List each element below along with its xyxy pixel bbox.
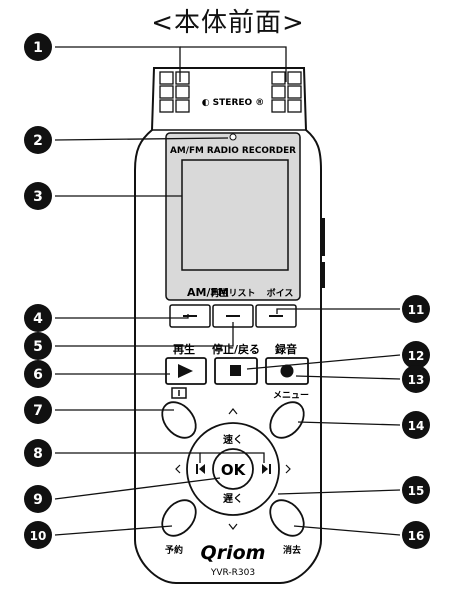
stop-button[interactable] xyxy=(214,357,258,385)
reserve-label: 予約 xyxy=(165,544,183,556)
callout-number: 16 xyxy=(408,529,425,543)
slow-label: 遅く xyxy=(223,493,243,505)
leader-lines xyxy=(54,46,401,536)
stop-label: 停止/戻る xyxy=(212,342,260,356)
ok-button[interactable] xyxy=(212,448,254,490)
callout-marker: 7 xyxy=(24,396,52,424)
callout-number: 1 xyxy=(33,40,43,56)
side-button-lower xyxy=(320,262,325,288)
callout-marker: 9 xyxy=(24,485,52,513)
callout-marker: 10 xyxy=(24,521,52,549)
voice-button[interactable] xyxy=(255,304,297,328)
play-label: 再生 xyxy=(173,342,195,356)
fast-label: 速く xyxy=(223,433,243,446)
microphone-left xyxy=(159,71,190,113)
reserve-button[interactable] xyxy=(155,494,202,543)
menu-label: メニュー xyxy=(273,390,309,401)
diagram-title: <本体前面> xyxy=(151,8,305,38)
callout-number: 6 xyxy=(33,367,43,383)
callout-marker: 8 xyxy=(24,439,52,467)
playlist-button[interactable] xyxy=(212,304,254,328)
callout-marker: 11 xyxy=(402,295,430,323)
erase-button[interactable] xyxy=(263,494,310,543)
left-caret-icon xyxy=(175,464,181,474)
microphone-right xyxy=(271,71,302,113)
menu-button[interactable] xyxy=(263,396,310,445)
callout-marker: 12 xyxy=(402,341,430,369)
lcd-display xyxy=(181,159,289,271)
callout-number: 8 xyxy=(33,446,43,462)
brand-logo: Qriom xyxy=(201,542,266,564)
callout-number: 7 xyxy=(33,403,43,419)
voice-label: ボイス xyxy=(267,287,294,299)
callout-marker: 1 xyxy=(24,33,52,61)
callout-number: 15 xyxy=(408,484,425,498)
stereo-label: ◐ STEREO ® xyxy=(202,98,265,108)
record-icon xyxy=(280,364,294,378)
callout-number: 10 xyxy=(30,529,47,543)
callout-marker: 3 xyxy=(24,182,52,210)
callout-number: 13 xyxy=(408,373,425,387)
side-button-upper xyxy=(320,218,325,256)
amfm-button[interactable] xyxy=(169,304,211,328)
play-button[interactable] xyxy=(165,357,207,385)
callout-number: 4 xyxy=(33,311,43,327)
stop-icon xyxy=(230,365,241,376)
callout-number: 3 xyxy=(33,189,43,205)
erase-label: 消去 xyxy=(283,544,301,556)
callout-marker: 6 xyxy=(24,360,52,388)
record-label: 録音 xyxy=(275,342,297,356)
callout-number: 9 xyxy=(33,492,43,508)
model-label: YVR-R303 xyxy=(210,568,255,578)
led-indicator xyxy=(229,133,237,141)
callout-marker: 16 xyxy=(402,521,430,549)
callout-number: 2 xyxy=(33,133,43,149)
play-icon xyxy=(178,364,193,378)
callout-number: 12 xyxy=(408,349,425,363)
up-caret-icon xyxy=(228,408,238,415)
skip-forward-icon xyxy=(262,464,271,474)
skip-back-icon xyxy=(196,464,205,474)
playlist-label: 再生リスト xyxy=(210,287,255,299)
callout-marker: 2 xyxy=(24,126,52,154)
right-caret-icon xyxy=(285,464,291,474)
callout-marker: 13 xyxy=(402,365,430,393)
callout-number: 5 xyxy=(33,339,43,355)
callout-marker: 4 xyxy=(24,304,52,332)
callout-marker: 14 xyxy=(402,411,430,439)
callout-number: 14 xyxy=(408,419,425,433)
callout-marker: 5 xyxy=(24,332,52,360)
down-caret-icon xyxy=(228,523,238,530)
callout-marker: 15 xyxy=(402,476,430,504)
callout-number: 11 xyxy=(408,303,425,317)
record-button[interactable] xyxy=(265,357,309,385)
lock-button[interactable] xyxy=(155,396,202,445)
lock-icon xyxy=(171,387,187,399)
screen-label: AM/FM RADIO RECORDER xyxy=(170,146,296,156)
amfm-label: AM/FM xyxy=(187,286,229,299)
ok-label: OK xyxy=(221,461,247,479)
